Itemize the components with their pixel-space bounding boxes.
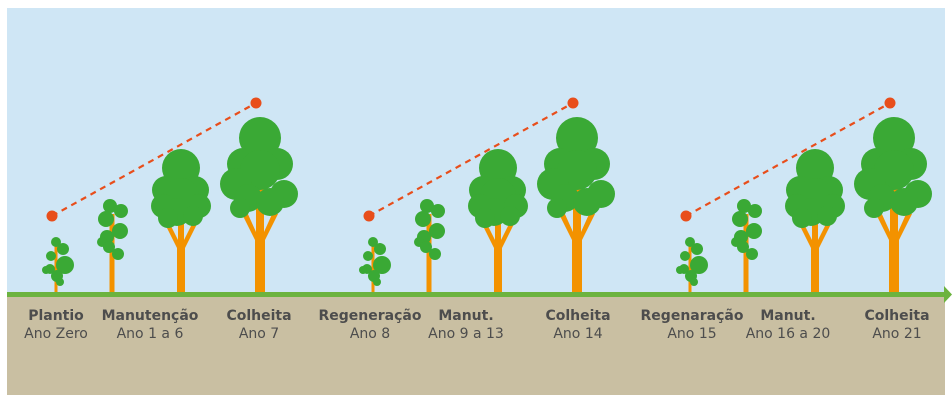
- tree-trunk: [559, 165, 595, 294]
- tree-foliage: [56, 256, 74, 274]
- tree-mature-icon: [220, 117, 298, 294]
- tree-foliage: [368, 237, 378, 247]
- tree-foliage: [864, 198, 884, 218]
- tree-foliage: [256, 188, 284, 216]
- tree-foliage: [239, 117, 281, 159]
- tree-foliage: [737, 241, 749, 253]
- tree-foliage: [429, 223, 445, 239]
- tree-foliage: [573, 188, 601, 216]
- tree-foliage: [429, 248, 441, 260]
- tree-medium-icon: [785, 149, 845, 294]
- tree-trunk: [799, 185, 831, 294]
- tree-foliage: [690, 278, 698, 286]
- tree-foliage: [690, 256, 708, 274]
- tree-medium-icon: [151, 149, 211, 294]
- tree-foliage: [57, 243, 69, 255]
- growth-guide-line: [685, 102, 891, 217]
- tree-foliage: [817, 206, 837, 226]
- tree-trunk: [482, 185, 514, 294]
- tree-foliage: [475, 208, 495, 228]
- tree-foliage: [158, 208, 178, 228]
- tree-young-icon: [97, 199, 128, 294]
- end-marker-dot: [884, 97, 896, 109]
- tree-trunk: [242, 165, 278, 294]
- growth-guide-line: [368, 102, 574, 217]
- tree-foliage: [746, 248, 758, 260]
- tree-foliage: [792, 208, 812, 228]
- start-marker-dot: [363, 210, 375, 222]
- tree-foliage: [431, 204, 445, 218]
- tree-foliage: [373, 278, 381, 286]
- tree-foliage: [680, 251, 690, 261]
- start-marker-dot: [680, 210, 692, 222]
- tree-foliage: [691, 243, 703, 255]
- tree-foliage: [500, 206, 520, 226]
- tree-mature-icon: [854, 117, 932, 294]
- tree-seedling-icon: [676, 237, 708, 294]
- tree-young-icon: [731, 199, 762, 294]
- tree-foliage: [363, 251, 373, 261]
- start-marker-dot: [46, 210, 58, 222]
- tree-foliage: [732, 211, 748, 227]
- tree-foliage: [112, 248, 124, 260]
- tree-foliage: [685, 237, 695, 247]
- tree-foliage: [42, 266, 50, 274]
- tree-foliage: [46, 251, 56, 261]
- tree-foliage: [103, 241, 115, 253]
- tree-medium-icon: [468, 149, 528, 294]
- tree-foliage: [98, 211, 114, 227]
- tree-foliage: [415, 211, 431, 227]
- tree-foliage: [420, 199, 434, 213]
- tree-foliage: [873, 117, 915, 159]
- sky-background: [7, 8, 945, 296]
- tree-foliage: [373, 256, 391, 274]
- tree-foliage: [547, 198, 567, 218]
- tree-foliage: [890, 188, 918, 216]
- tree-foliage: [420, 241, 432, 253]
- ground: [7, 296, 945, 395]
- trees-layer: [42, 117, 932, 294]
- growth-guides-layer: [46, 97, 896, 222]
- growth-guide-line: [51, 102, 257, 217]
- tree-foliage: [112, 223, 128, 239]
- tree-foliage: [556, 117, 598, 159]
- tree-foliage: [676, 266, 684, 274]
- tree-foliage: [748, 204, 762, 218]
- tree-foliage: [359, 266, 367, 274]
- tree-foliage: [737, 199, 751, 213]
- timeline-arrow-icon: [944, 286, 952, 303]
- tree-foliage: [56, 278, 64, 286]
- tree-foliage: [746, 223, 762, 239]
- tree-foliage: [51, 237, 61, 247]
- tree-foliage: [103, 199, 117, 213]
- tree-trunk: [876, 165, 912, 294]
- ground-line: [7, 292, 945, 297]
- tree-seedling-icon: [359, 237, 391, 294]
- tree-foliage: [230, 198, 250, 218]
- tree-young-icon: [414, 199, 445, 294]
- tree-foliage: [183, 206, 203, 226]
- end-marker-dot: [250, 97, 262, 109]
- tree-mature-icon: [537, 117, 615, 294]
- tree-foliage: [374, 243, 386, 255]
- tree-trunk: [165, 185, 197, 294]
- tree-foliage: [114, 204, 128, 218]
- tree-seedling-icon: [42, 237, 74, 294]
- end-marker-dot: [567, 97, 579, 109]
